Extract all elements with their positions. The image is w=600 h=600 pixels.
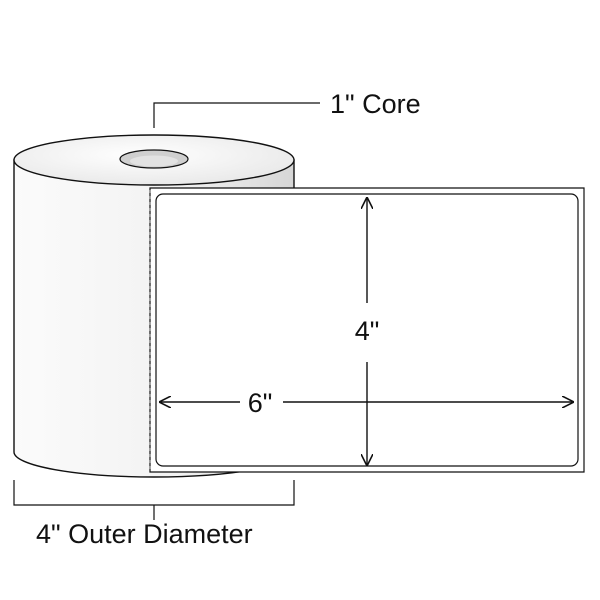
outer-diameter-label: 4" Outer Diameter [36,519,253,549]
core-label: 1" Core [330,89,421,119]
roll-core-hole [130,155,178,167]
outer-diameter-bracket [13,480,295,506]
height-label: 4" [355,316,380,346]
label-face [155,193,579,467]
core-leader-line [153,102,320,128]
width-label: 6" [248,388,273,418]
